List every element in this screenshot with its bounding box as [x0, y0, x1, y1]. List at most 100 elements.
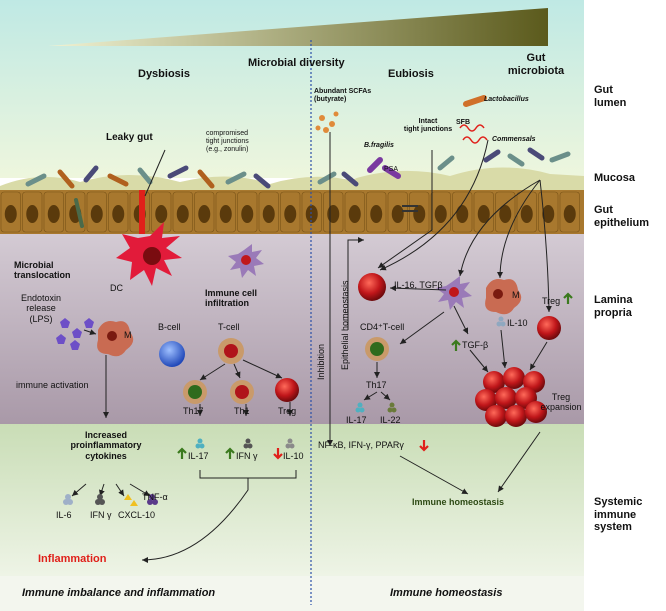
footer-right: Immune homeostasis	[390, 587, 503, 599]
cytokine-glyphs-left	[63, 438, 295, 506]
bacteria-left	[25, 165, 271, 228]
label-th1: Th1	[234, 406, 250, 416]
cell-nucleus	[284, 205, 297, 223]
label-dysbiosis: Dysbiosis	[138, 68, 190, 80]
footer-band	[0, 576, 584, 611]
label-il17-left: IL-17	[188, 451, 209, 461]
label-ifn-systemic: IFN γ	[90, 510, 112, 520]
cell-nucleus	[391, 205, 404, 223]
label-scfa: Abundant SCFAs (butyrate)	[314, 88, 372, 104]
cell-nucleus	[47, 205, 60, 223]
cell-nucleus	[241, 205, 254, 223]
treg-cell-right	[537, 316, 561, 340]
cell-nucleus	[563, 205, 576, 223]
layer-lamina-propria: Lamina propria	[594, 294, 633, 319]
label-endotoxin: Endotoxin release (LPS)	[20, 293, 62, 324]
label-microbial-translocation: Microbial translocation	[14, 260, 71, 281]
label-il10-right: IL-10	[507, 318, 528, 328]
up-arrow-il17	[177, 447, 187, 459]
label-dc: DC	[110, 283, 123, 293]
lps-particles	[56, 318, 94, 350]
label-lactobacillus: Lactobacillus	[484, 96, 529, 103]
label-immune-activation: immune activation	[16, 380, 89, 390]
right-cells	[355, 273, 561, 413]
label-inhibition: Inhibition	[316, 343, 326, 380]
b-cell	[159, 341, 185, 367]
dendritic-cell	[116, 222, 182, 286]
scfa-dots	[315, 111, 339, 133]
label-sfb: SFB	[456, 119, 470, 126]
cell-nucleus	[176, 205, 189, 223]
cell-nucleus	[348, 205, 361, 223]
label-compromised-tj: compromised tight junctions (e.g., zonul…	[206, 130, 249, 154]
label-il17-right: IL-17	[346, 415, 367, 425]
label-gut-microbiota: Gut microbiota	[507, 52, 565, 77]
treg-cluster	[475, 367, 547, 427]
label-th17-left: Th17	[183, 406, 204, 416]
cell-nucleus	[262, 205, 275, 223]
mucus-layer	[0, 167, 584, 196]
label-cxcl10: CXCL-10	[118, 510, 156, 520]
cell-nucleus	[370, 205, 383, 223]
cell-nucleus	[112, 205, 125, 223]
cell-nucleus	[90, 205, 103, 223]
label-tgfb: TGF-β	[462, 340, 489, 350]
cell-nucleus	[520, 205, 533, 223]
cell-nucleus	[305, 205, 318, 223]
footer-left: Immune imbalance and inflammation	[22, 587, 216, 599]
up-arrow-ifn	[225, 447, 235, 459]
up-arrow-tgfb	[451, 339, 461, 351]
cell-nucleus	[456, 205, 469, 223]
layer-gut-lumen: Gut lumen	[594, 84, 627, 109]
sfb-filament	[459, 124, 485, 132]
bacteria-right	[317, 95, 571, 187]
label-treg-left: Treg	[278, 406, 297, 416]
label-il6: IL-6	[56, 510, 72, 520]
label-il10-left: IL-10	[283, 451, 304, 461]
down-arrow-il10	[273, 448, 283, 460]
cell-nucleus	[542, 205, 555, 223]
label-th17-right: Th17	[366, 380, 387, 390]
label-immune-cell-infiltration: Immune cell infiltration	[205, 288, 258, 309]
label-bfragilis: B.fragilis	[364, 142, 394, 149]
diversity-wedge	[48, 8, 548, 46]
up-arrow-treg	[563, 292, 573, 304]
label-intact-tj: Intact tight junctions	[403, 118, 453, 134]
layer-gut-epithelium: Gut epithelium	[594, 204, 650, 229]
breach	[139, 190, 145, 234]
label-ifn-left: IFN γ	[236, 451, 258, 461]
layer-systemic: Systemic immune system	[594, 496, 643, 534]
cell-nucleus	[4, 205, 17, 223]
cell-nucleus	[434, 205, 447, 223]
label-il22: IL-22	[380, 415, 401, 425]
label-leaky-gut: Leaky gut	[106, 132, 153, 143]
cell-nucleus	[413, 205, 426, 223]
label-t-cell: T-cell	[218, 322, 240, 332]
label-treg-right: Treg	[542, 296, 561, 306]
label-macrophage-left: M	[124, 330, 132, 340]
label-eubiosis: Eubiosis	[388, 68, 434, 80]
cell-nucleus	[155, 205, 168, 223]
macrophage-left	[97, 321, 134, 357]
label-macrophage-right: M	[512, 290, 520, 300]
epithelial-cells	[0, 191, 580, 233]
label-microbial-diversity: Microbial diversity	[248, 57, 345, 69]
layer-mucosa: Mucosa	[594, 172, 635, 184]
cell-nucleus	[26, 205, 39, 223]
label-nfkb: NF-κB, IFN-γ, PPARγ	[318, 440, 404, 450]
label-tnfa: TNF-α	[142, 492, 168, 502]
treg-cell-left	[275, 378, 299, 402]
red-cell-right	[358, 273, 386, 301]
label-b-cell: B-cell	[158, 322, 181, 332]
down-arrow-nfkb	[419, 440, 429, 452]
cell-nucleus	[327, 205, 340, 223]
label-immune-homeostasis: Immune homeostasis	[412, 497, 505, 507]
label-increased-cytokines: Increased proinflammatory cytokines	[70, 430, 142, 461]
purple-cell-left	[228, 244, 264, 278]
cell-nucleus	[198, 205, 211, 223]
cell-nucleus	[499, 205, 512, 223]
macrophage-right	[485, 279, 522, 315]
label-cd4: CD4⁺T-cell	[360, 322, 405, 332]
